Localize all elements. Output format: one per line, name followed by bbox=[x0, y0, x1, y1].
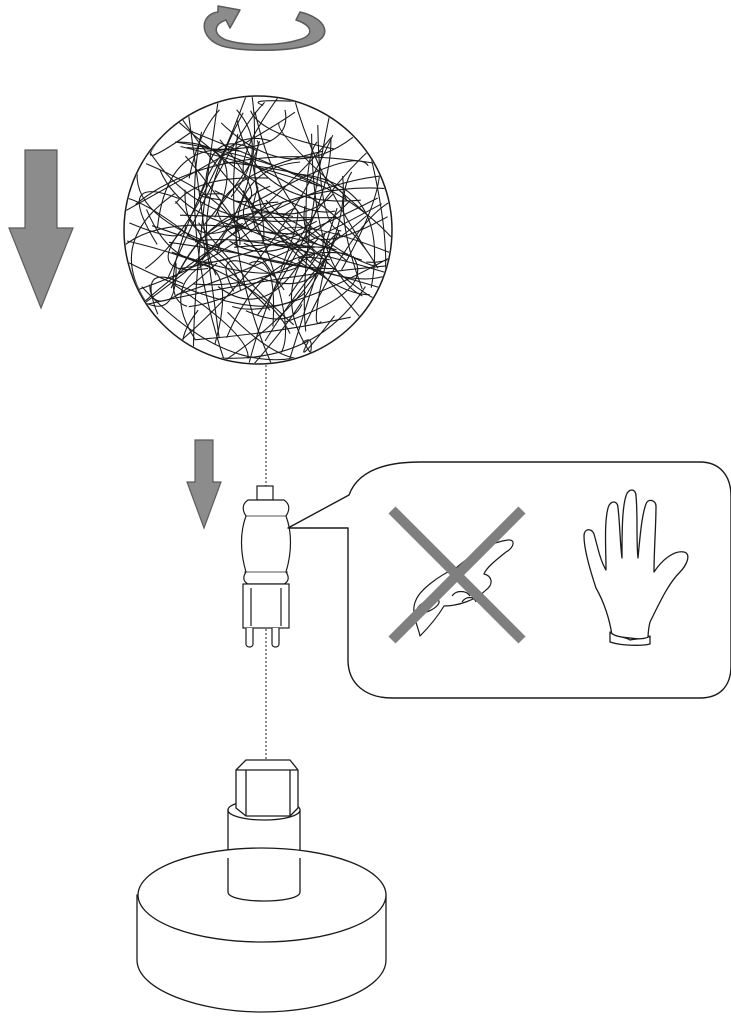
prohibited-cross-icon bbox=[388, 506, 526, 644]
fiber-strand bbox=[204, 140, 259, 225]
fiber-strand bbox=[198, 222, 295, 326]
fiber-strand bbox=[125, 260, 306, 307]
fiber-strand bbox=[171, 251, 299, 274]
fiber-strand bbox=[186, 109, 287, 150]
fiber-strand bbox=[242, 97, 285, 174]
fiber-strand bbox=[342, 171, 363, 290]
fiber-strand bbox=[180, 145, 323, 188]
fiber-strand bbox=[303, 315, 336, 353]
fiber-strand bbox=[280, 208, 299, 270]
fiber-strand bbox=[254, 111, 375, 267]
fiber-strand bbox=[305, 141, 318, 241]
fiber-strand bbox=[217, 251, 307, 300]
fiber-strand bbox=[257, 100, 301, 106]
fiber-strand bbox=[194, 187, 391, 243]
fiber-strand bbox=[366, 167, 391, 263]
fiber-strand bbox=[260, 268, 321, 285]
fiber-strand bbox=[146, 264, 391, 305]
fiber-strand bbox=[311, 133, 363, 297]
fiber-strand bbox=[236, 119, 361, 202]
fiber-strand bbox=[159, 170, 299, 235]
fiber-strand bbox=[216, 210, 318, 242]
fiber-strand bbox=[220, 122, 354, 160]
fiber-strand bbox=[149, 262, 218, 302]
fiber-strand bbox=[226, 251, 348, 339]
fiber-strand bbox=[298, 256, 330, 276]
fiber-strand bbox=[179, 214, 337, 219]
fiber-strand bbox=[322, 232, 329, 265]
fiber-strand bbox=[252, 187, 315, 249]
fiber-strand bbox=[156, 149, 240, 228]
fiber-strand bbox=[167, 102, 265, 279]
fiber-strand bbox=[205, 112, 244, 276]
fiber-strand bbox=[315, 261, 327, 324]
fiber-strand bbox=[290, 237, 319, 356]
fiber-strand bbox=[130, 193, 175, 302]
fiber-strand bbox=[264, 251, 332, 342]
fiber-strand bbox=[176, 203, 382, 296]
fiber-strand bbox=[230, 109, 253, 198]
fiber-strand bbox=[232, 133, 278, 363]
fiber-strand bbox=[214, 190, 334, 215]
fiber-strand bbox=[129, 222, 186, 237]
glove-icon bbox=[583, 489, 689, 646]
fiber-strand bbox=[175, 177, 269, 204]
fiber-strand bbox=[194, 316, 351, 341]
fiber-strand bbox=[217, 150, 324, 208]
fiber-strand bbox=[277, 226, 391, 254]
fiber-strand bbox=[188, 115, 220, 339]
fiber-strand bbox=[141, 286, 292, 361]
fiber-strand bbox=[130, 201, 284, 293]
globe-shade bbox=[123, 95, 393, 365]
fiber-strand bbox=[184, 189, 243, 234]
fiber-strand bbox=[145, 163, 241, 246]
g9-bulb bbox=[240, 485, 292, 648]
fiber-strand bbox=[219, 139, 253, 203]
lamp-base bbox=[136, 847, 387, 1013]
fiber-strand bbox=[184, 155, 285, 291]
fiber-strand bbox=[175, 141, 391, 239]
fiber-strand bbox=[251, 159, 265, 244]
fiber-strand bbox=[168, 241, 381, 289]
fiber-strand bbox=[292, 97, 367, 250]
fiber-strand bbox=[247, 145, 375, 363]
fiber-strand bbox=[251, 160, 369, 205]
rotate-arrow-icon bbox=[203, 5, 326, 51]
fiber-strand bbox=[225, 260, 277, 292]
fiber-strand bbox=[278, 122, 368, 216]
fiber-strand bbox=[172, 180, 208, 307]
down-arrow-icon bbox=[8, 149, 74, 310]
fiber-strand bbox=[141, 174, 391, 305]
fiber-strand bbox=[192, 97, 220, 352]
fiber-strand bbox=[193, 131, 227, 363]
down-arrow-icon bbox=[186, 439, 222, 530]
fiber-strand bbox=[197, 239, 386, 273]
fiber-strand bbox=[188, 273, 273, 308]
fiber-strand bbox=[200, 193, 223, 201]
fiber-strand bbox=[181, 134, 334, 341]
fiber-strand bbox=[169, 114, 336, 213]
fiber-strand bbox=[303, 205, 388, 240]
fiber-strand bbox=[245, 304, 303, 320]
fiber-strand bbox=[243, 242, 389, 280]
fiber-strand bbox=[197, 137, 272, 201]
fiber-strand bbox=[144, 97, 248, 269]
fiber-strand bbox=[126, 240, 291, 334]
fiber-strand bbox=[143, 141, 311, 222]
fiber-strand bbox=[193, 215, 367, 286]
fiber-strand bbox=[249, 261, 275, 327]
